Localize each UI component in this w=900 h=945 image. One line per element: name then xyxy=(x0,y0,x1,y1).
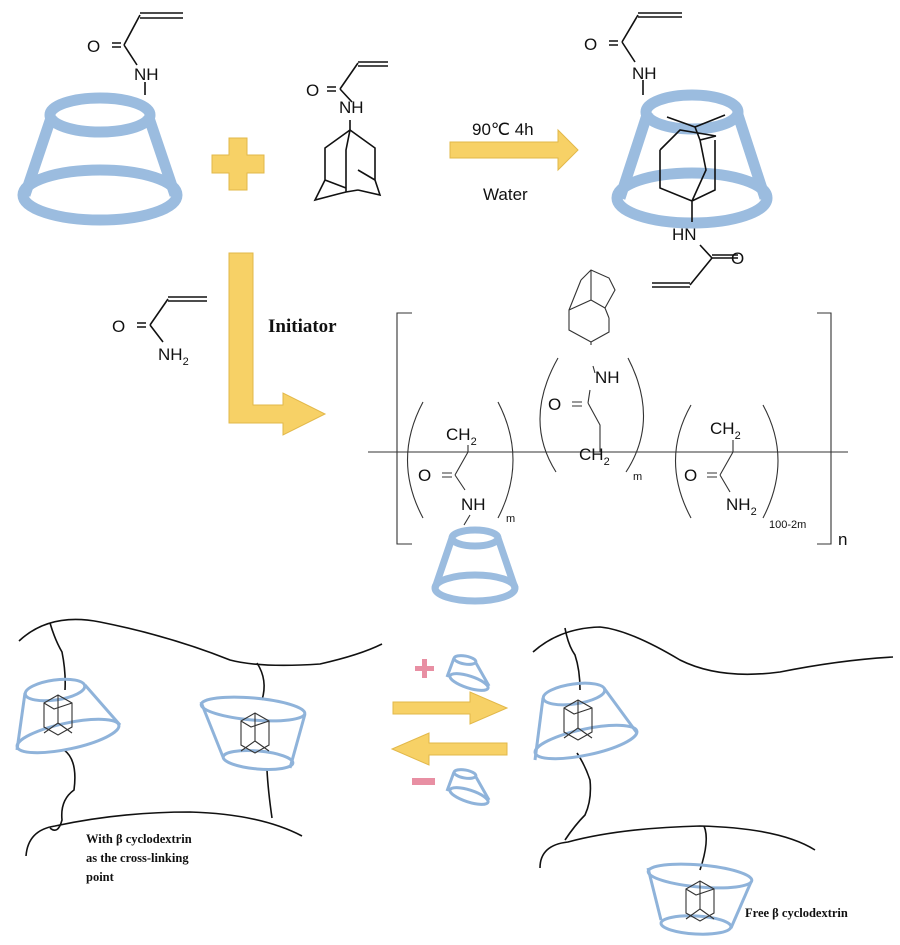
plus-icon xyxy=(415,659,434,678)
amide-nh-label: NH xyxy=(134,65,159,84)
cyclodextrin-cone-icon xyxy=(533,681,639,761)
cyclodextrin-cone-icon xyxy=(646,862,754,936)
amine-label: NH2 xyxy=(158,345,189,368)
adamantane-icon xyxy=(568,269,616,345)
minus-icon xyxy=(412,778,435,785)
cyclodextrin-cone-icon xyxy=(17,92,183,226)
conditions-solvent: Water xyxy=(483,185,528,204)
initiator-label: Initiator xyxy=(268,316,337,337)
adamantane-icon xyxy=(240,712,270,754)
unit1-nh: NH xyxy=(461,495,486,514)
forward-arrow-icon xyxy=(392,691,509,725)
product-inclusion-complex: O NH HN O xyxy=(584,12,773,288)
carbonyl-oxygen-label: O xyxy=(87,37,100,56)
reaction-arrow-step1: 90℃ 4h Water xyxy=(449,120,579,204)
free-cyclodextrin-icon xyxy=(445,768,491,806)
carbonyl-oxygen-label: O xyxy=(731,249,744,268)
repeat-n-label: n xyxy=(838,530,847,549)
unit1-subscript: m xyxy=(506,513,515,525)
amide-nh-label: NH xyxy=(632,64,657,83)
free-cyclodextrin-caption: Free β cyclodextrin xyxy=(745,906,848,920)
unit2-oxygen: O xyxy=(548,395,561,414)
cyclodextrin-cone-icon xyxy=(199,695,307,771)
crosslinked-network-right: Free β cyclodextrin xyxy=(532,626,894,936)
equilibrium-arrows xyxy=(390,654,509,806)
carbonyl-oxygen-label: O xyxy=(584,35,597,54)
reactant-acrylamide: O NH2 xyxy=(112,296,207,368)
amide-hn-label: HN xyxy=(672,225,697,244)
copolymer-structure: n CH2 O NH m NH O CH2 m CH2 O N xyxy=(368,269,848,605)
free-cyclodextrin-icon xyxy=(445,654,491,692)
unit3-nh2: NH2 xyxy=(726,495,757,518)
reactant-acryloyl-cyclodextrin: O NH xyxy=(17,12,183,226)
crosslink-caption: With β cyclodextrin as the cross-linking… xyxy=(86,832,195,884)
unit1-ch2: CH2 xyxy=(446,425,477,448)
adamantane-icon xyxy=(563,699,593,741)
cyclodextrin-cone-icon xyxy=(15,677,122,755)
unit2-subscript: m xyxy=(633,471,642,483)
unit3-oxygen: O xyxy=(684,466,697,485)
reactant-adamantyl-acrylamide: O NH xyxy=(306,61,388,201)
cyclodextrin-cone-icon xyxy=(611,89,773,229)
unit1-oxygen: O xyxy=(418,466,431,485)
adamantane-icon xyxy=(43,694,73,736)
unit3-subscript: 100-2m xyxy=(769,519,806,531)
reverse-arrow-icon xyxy=(390,732,508,766)
carbonyl-oxygen-label: O xyxy=(112,317,125,336)
unit3-ch2: CH2 xyxy=(710,419,741,442)
cyclodextrin-cone-icon xyxy=(431,514,519,605)
plus-sign-icon xyxy=(211,137,265,191)
unit2-nh: NH xyxy=(595,368,620,387)
carbonyl-oxygen-label: O xyxy=(306,81,319,100)
conditions-temperature-time: 90℃ 4h xyxy=(472,120,534,139)
amide-nh-label: NH xyxy=(339,98,364,117)
adamantane-icon xyxy=(314,129,381,201)
polymerization-arrow: Initiator xyxy=(228,252,337,436)
crosslinked-network-left: With β cyclodextrin as the cross-linking… xyxy=(15,618,383,884)
unit2-ch2: CH2 xyxy=(579,445,610,468)
